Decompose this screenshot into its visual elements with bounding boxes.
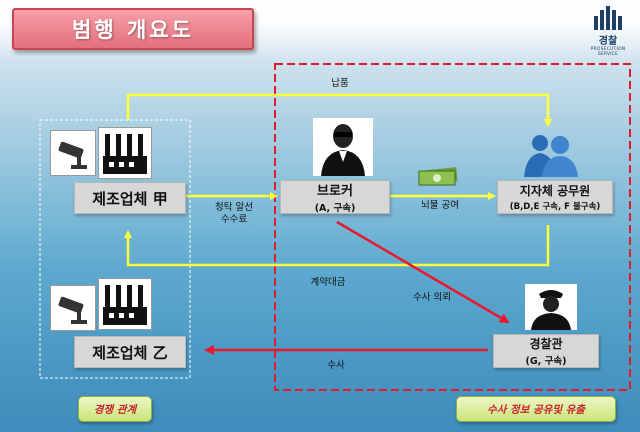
delivery-arrow — [126, 93, 552, 127]
edge-label-investigation-request: 수사 의뢰 — [413, 292, 451, 303]
factory-icon — [98, 127, 152, 179]
note-text: 경쟁 관계 — [93, 403, 137, 416]
investigation-request-arrow — [336, 220, 510, 324]
logo-subtitle: PROSECUTION SERVICE — [590, 47, 626, 57]
node-label: 경찰관 — [529, 337, 563, 351]
edge-label-delivery: 납품 — [331, 78, 349, 89]
money-cash-icon — [418, 166, 460, 186]
edge-label-solicitation: 청탁 알선 수수료 — [204, 202, 264, 226]
node-sub-label: (B,D,E 구속, F 불구속) — [509, 202, 601, 212]
edge-label-contract-payment: 계약대금 — [310, 277, 346, 288]
node-officials: 지자체 공무원 (B,D,E 구속, F 불구속) — [497, 180, 613, 214]
node-sub-label: (G, 구속) — [525, 356, 567, 367]
contract-payment-arrow — [124, 225, 550, 267]
node-police: 경찰관 (G, 구속) — [493, 334, 599, 368]
police-logo: 경찰 PROSECUTION SERVICE — [582, 4, 634, 57]
edge-label-bribe: 뇌물 공여 — [421, 200, 459, 211]
node-broker: 브로커 (A, 구속) — [280, 180, 390, 214]
node-manufacturer-a: 제조업체 甲 — [74, 182, 186, 214]
officials-group-icon — [518, 131, 580, 177]
node-manufacturer-b: 제조업체 乙 — [74, 336, 186, 368]
node-label: 제조업체 乙 — [92, 343, 168, 362]
node-label: 브로커 — [317, 184, 353, 199]
broker-person-icon — [313, 118, 373, 176]
officials-group-border — [274, 63, 631, 391]
logo-name: 경찰 — [598, 36, 618, 47]
note-competition: 경쟁 관계 — [78, 396, 152, 422]
manufacturers-group-border — [39, 119, 191, 379]
cctv-camera-icon — [50, 285, 96, 331]
page-title: 범행 개요도 — [72, 18, 194, 42]
cctv-camera-icon — [50, 130, 96, 176]
edge-label-line: 청탁 알선 — [215, 202, 253, 213]
logo-emblem-icon — [582, 4, 634, 30]
factory-icon — [98, 278, 152, 330]
title-banner: 범행 개요도 — [12, 8, 254, 50]
note-info-leak: 수사 정보 공유및 유출 — [456, 396, 616, 422]
edge-label-line: 수수료 — [220, 214, 248, 225]
edge-label-investigation: 수사 — [327, 360, 345, 371]
police-officer-icon — [525, 284, 577, 330]
node-sub-label: (A, 구속) — [314, 203, 356, 214]
note-text: 수사 정보 공유및 유출 — [487, 403, 585, 416]
node-label: 지자체 공무원 — [519, 184, 591, 198]
node-label: 제조업체 甲 — [92, 189, 168, 208]
